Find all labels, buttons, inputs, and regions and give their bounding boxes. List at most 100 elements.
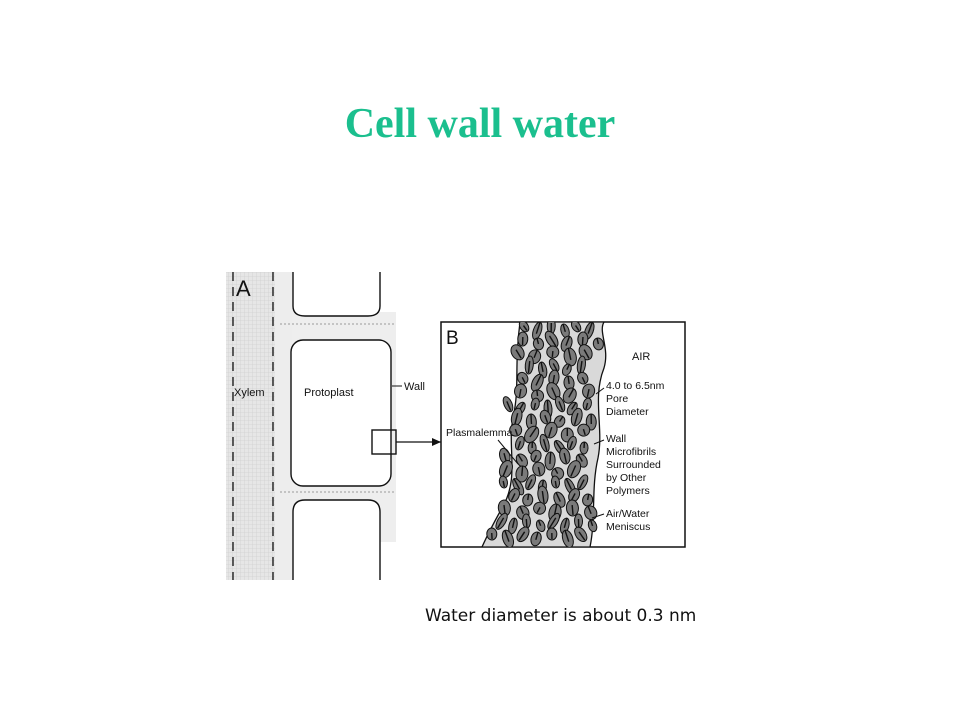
- plasmalemma-label: Plasmalemma: [446, 427, 513, 439]
- microfibril-core: [551, 387, 558, 399]
- microfibril-core: [567, 375, 570, 385]
- microfibril: [561, 363, 572, 376]
- microfibril-core: [517, 454, 524, 462]
- microfibril-core: [540, 361, 544, 373]
- wall-strip: [275, 272, 295, 580]
- microfibril-core: [578, 479, 585, 489]
- microfibril: [522, 493, 534, 507]
- microfibril-core: [574, 325, 580, 331]
- microfibril-core: [506, 401, 512, 411]
- microfibril-core: [581, 376, 586, 384]
- microfibril-core: [529, 426, 538, 438]
- microfibril-core: [587, 322, 593, 334]
- wall-microfibril-label-line4: by Other: [606, 472, 647, 484]
- microfibril-core: [502, 480, 506, 488]
- microfibril-core: [525, 518, 528, 528]
- microfibril-core: [518, 531, 526, 541]
- microfibril-core: [570, 493, 576, 501]
- microfibril-core: [562, 323, 566, 333]
- slide-title: Cell wall water: [344, 101, 616, 147]
- microfibril-core: [565, 336, 571, 346]
- microfibril-core: [518, 388, 522, 398]
- zoom-arrow-head: [432, 438, 441, 446]
- microfibril-core: [563, 452, 568, 464]
- microfibril-core: [578, 531, 586, 541]
- microfibril-core: [565, 478, 573, 490]
- air-label: AIR: [632, 351, 650, 363]
- microfibril-core: [566, 363, 571, 371]
- protoplast-label: Protoplast: [304, 387, 354, 399]
- microfibril-core: [582, 428, 586, 436]
- microfibril-core: [530, 413, 533, 425]
- microfibril-core: [563, 517, 568, 529]
- pore-leader: [595, 387, 605, 395]
- microfibril-core: [510, 493, 516, 501]
- microfibril-core: [554, 440, 562, 450]
- microfibril-core: [514, 413, 519, 425]
- wall-microfibrils: [486, 322, 604, 547]
- microfibril-core: [589, 519, 594, 527]
- wall-microfibril-leader: [593, 439, 605, 445]
- microfibril-core: [577, 454, 583, 462]
- microfibril-core: [536, 389, 539, 397]
- microfibril-core: [527, 360, 531, 374]
- microfibril-core: [583, 349, 590, 359]
- pore-label-line2: Pore: [606, 393, 628, 405]
- microfibril-core: [581, 336, 584, 346]
- microfibril-core: [536, 507, 541, 513]
- microfibril-core: [513, 478, 521, 490]
- cell-upper: [292, 272, 381, 317]
- microfibril-core: [551, 350, 554, 358]
- microfibril-core: [527, 493, 530, 501]
- xylem-label: Xylem: [234, 387, 265, 399]
- cell-wall-figure: A Xylem Protoplast Wall B AIR 4.0 to 6.5…: [220, 268, 760, 638]
- microfibril-core: [515, 349, 522, 359]
- microfibril-core: [596, 337, 600, 345]
- microfibril-core: [568, 388, 575, 398]
- microfibril-core: [504, 530, 510, 542]
- microfibril-core: [579, 360, 583, 374]
- panel-a: A Xylem Protoplast Wall: [226, 272, 442, 580]
- wall-microfibril-label-line1: Wall: [606, 433, 626, 445]
- microfibril: [582, 493, 594, 507]
- microfibril-core: [586, 388, 590, 398]
- microfibril-core: [536, 337, 540, 345]
- microfibril-core: [586, 493, 590, 501]
- microfibril-core: [587, 506, 592, 514]
- microfibril-core: [535, 374, 542, 386]
- microfibril-core: [548, 335, 557, 347]
- microfibril-core: [533, 350, 538, 358]
- microfibril-core: [558, 416, 564, 422]
- microfibril-core: [502, 465, 509, 477]
- microfibril-core: [535, 322, 541, 334]
- panel-b: B AIR 4.0 to 6.5nm Pore Diameter Wall Mi…: [440, 321, 686, 548]
- microfibril-core: [558, 401, 564, 411]
- microfibril-core: [535, 531, 539, 541]
- microfibril-core: [537, 519, 542, 527]
- microfibril-core: [517, 440, 522, 450]
- microfibril-core: [496, 517, 505, 529]
- wall-label: Wall: [404, 381, 425, 393]
- microfibril-core: [554, 468, 559, 474]
- microfibril-core: [546, 399, 549, 413]
- microfibril-core: [519, 402, 525, 410]
- meniscus-label-line2: Meniscus: [606, 521, 650, 533]
- microfibril-core: [527, 479, 533, 489]
- cell-wall-diagram: A Xylem Protoplast Wall B AIR 4.0 to 6.5…: [226, 272, 686, 580]
- plasmalemma-leader: [497, 439, 519, 465]
- microfibril-core: [571, 402, 577, 410]
- microfibril-core: [542, 439, 548, 451]
- microfibril-core: [585, 402, 589, 410]
- microfibril-core: [533, 402, 537, 410]
- microfibril-core: [533, 454, 538, 462]
- panel-b-letter: B: [446, 328, 459, 349]
- microfibril-core: [521, 377, 526, 383]
- microfibril-core: [570, 465, 577, 477]
- microfibril-core: [522, 325, 528, 331]
- cell-lower: [292, 499, 381, 580]
- microfibril-core: [554, 480, 557, 488]
- microfibril-core: [571, 504, 574, 516]
- microfibril-core: [567, 347, 572, 361]
- panel-a-letter: A: [236, 276, 251, 301]
- microfibril-core: [548, 517, 557, 529]
